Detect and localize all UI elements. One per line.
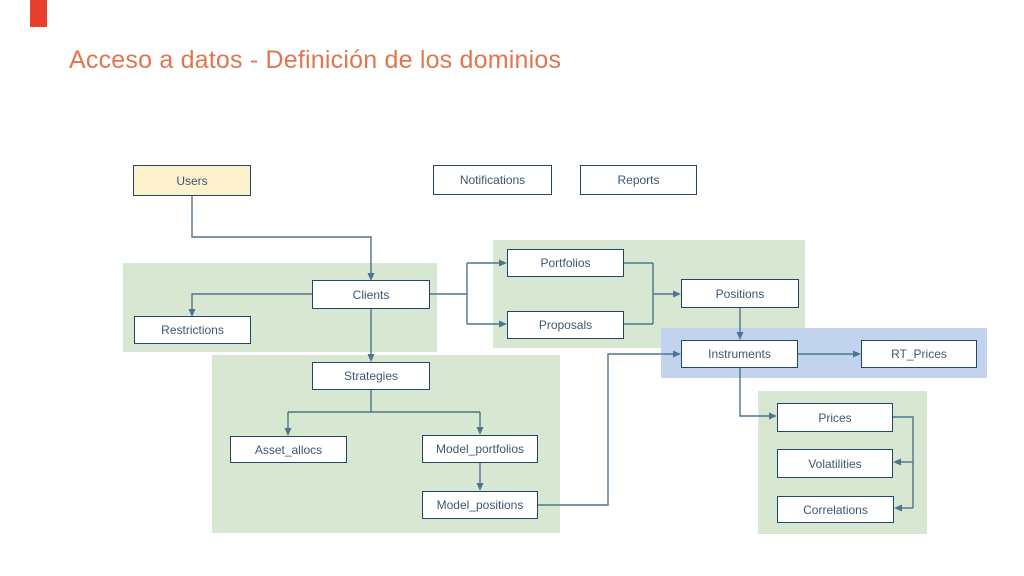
node-users: Users — [133, 165, 251, 196]
node-model-portfolios: Model_portfolios — [422, 435, 538, 463]
node-correlations: Correlations — [777, 496, 894, 523]
connector-clients-portfolios-proposals — [430, 259, 507, 328]
node-instruments: Instruments — [681, 340, 798, 368]
node-model-positions: Model_positions — [422, 491, 538, 519]
node-asset-allocs: Asset_allocs — [230, 436, 347, 463]
node-restrictions: Restrictions — [134, 316, 251, 344]
node-positions: Positions — [681, 279, 799, 308]
brand-accent-bar — [30, 0, 47, 27]
node-rt-prices: RT_Prices — [861, 340, 977, 368]
node-prices: Prices — [777, 403, 893, 432]
page-title: Acceso a datos - Definición de los domin… — [69, 46, 562, 74]
node-clients: Clients — [312, 280, 430, 309]
node-proposals: Proposals — [507, 311, 624, 339]
node-notifications: Notifications — [433, 165, 552, 195]
node-portfolios: Portfolios — [507, 249, 624, 277]
node-strategies: Strategies — [312, 362, 430, 390]
node-reports: Reports — [580, 165, 697, 195]
node-volatilities: Volatilities — [777, 449, 893, 478]
